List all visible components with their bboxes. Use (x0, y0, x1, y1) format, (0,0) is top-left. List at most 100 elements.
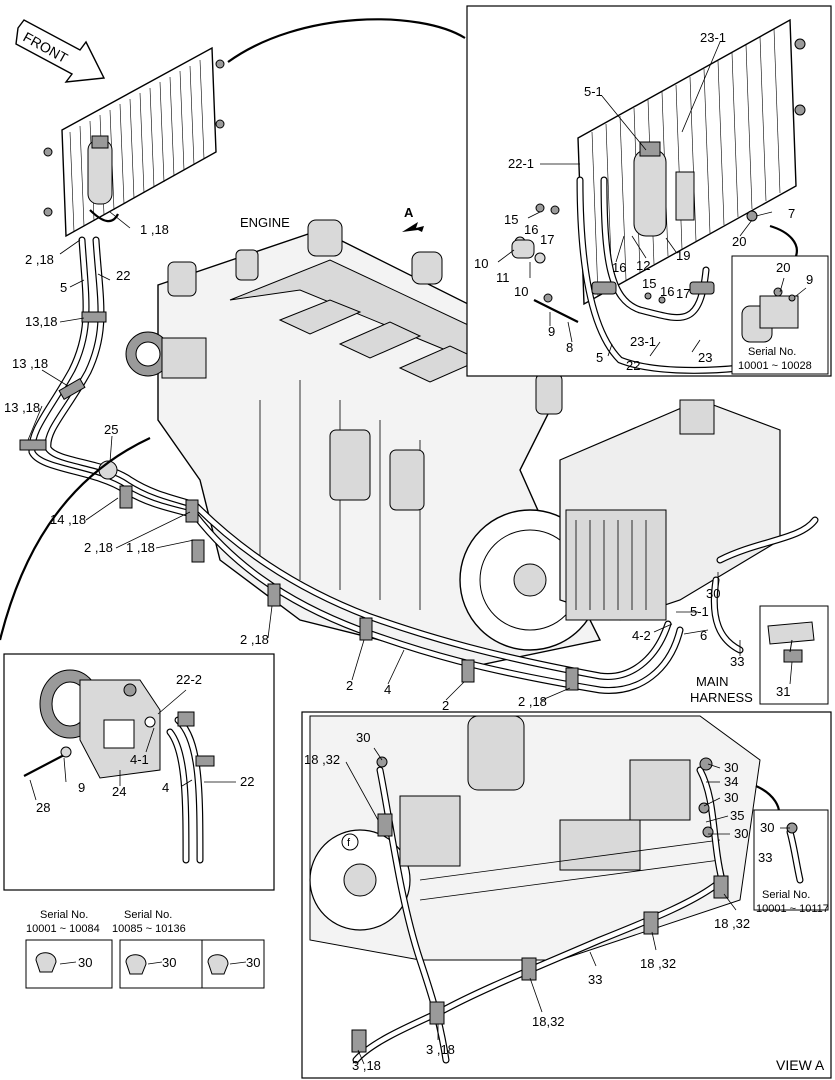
callout-33: 33 (758, 850, 772, 865)
callout-20: 20 (776, 260, 790, 275)
view-a-arrow-label: A (404, 205, 414, 220)
callout-12: 12 (636, 258, 650, 273)
view-a-arrow-icon (402, 222, 424, 232)
callout-30: 30 (246, 955, 260, 970)
receiver-drier (633, 149, 667, 237)
callout-22: 22 (626, 358, 640, 373)
callout-30: 30 (356, 730, 370, 745)
callout-11: 11 (496, 270, 510, 285)
callout-2-18: 2 ,18 (84, 540, 113, 555)
callout-13-18: 13 ,18 (12, 356, 48, 371)
serial-range: 10085 ~ 10136 (112, 923, 186, 935)
callout-2: 2 (346, 678, 353, 693)
callout-30: 30 (724, 790, 738, 805)
front-arrow: FRONT (15, 19, 106, 83)
hose-clamp (81, 311, 107, 323)
callout-18-32: 18,32 (532, 1014, 565, 1029)
callout-16: 16 (660, 284, 674, 299)
callout-24: 24 (112, 784, 126, 799)
callout-22: 22 (116, 268, 130, 283)
view-a-engine (309, 715, 761, 1064)
callout-4: 4 (162, 780, 169, 795)
callout-13-18: 13 ,18 (4, 400, 40, 415)
callout-16: 16 (612, 260, 626, 275)
clamp-type-1-icon (35, 952, 57, 973)
leader-lines (27, 41, 807, 1065)
callout-30: 30 (724, 760, 738, 775)
callout-10: 10 (474, 256, 488, 271)
hose-clamp (19, 439, 47, 451)
callout-14-18: 14 ,18 (50, 512, 86, 527)
callout-4: 4 (384, 682, 391, 697)
callout-30: 30 (760, 820, 774, 835)
callout-f-circle (341, 833, 359, 851)
callout-15: 15 (642, 276, 656, 291)
filter-cap (411, 251, 443, 285)
callout-5-1: 5-1 (584, 84, 603, 99)
callout-18-32: 18 ,32 (640, 956, 676, 971)
callout-22-1: 22-1 (508, 156, 534, 171)
callout-19: 19 (676, 248, 690, 263)
callout-31: 31 (776, 684, 790, 699)
bottom-hose-run (185, 499, 744, 694)
callout-2-18: 2 ,18 (518, 694, 547, 709)
callout-25: 25 (104, 422, 118, 437)
callout-7: 7 (788, 206, 795, 221)
coolant-cap (307, 219, 343, 257)
callout-labels: ENGINE A 1 ,18 2 ,18 5 22 13,18 13 ,18 1… (4, 30, 829, 1073)
callout-13-18: 13,18 (25, 314, 58, 329)
callout-34: 34 (724, 774, 738, 789)
callout-33: 33 (730, 654, 744, 669)
view-a-title: VIEW A (776, 1057, 825, 1073)
callout-30: 30 (78, 955, 92, 970)
serial-label: Serial No. (748, 346, 796, 358)
hose-clamp (119, 485, 133, 509)
callout-2-18: 2 ,18 (240, 632, 269, 647)
callout-17: 17 (676, 286, 690, 301)
detail-condenser (511, 18, 806, 374)
compressor-detail (23, 669, 215, 864)
hose-clamp (58, 377, 86, 401)
callout-33: 33 (588, 972, 602, 987)
serial-range: 10001 ~ 10028 (738, 360, 812, 372)
callout-4-1: 4-1 (130, 752, 149, 767)
inset-drier-top (741, 287, 799, 343)
callout-1-18: 1 ,18 (140, 222, 169, 237)
callout-2-18: 2 ,18 (25, 252, 54, 267)
callout-9: 9 (78, 780, 85, 795)
callout-3-18: 3 ,18 (426, 1042, 455, 1057)
callout-23-1: 23-1 (700, 30, 726, 45)
callout-30: 30 (706, 586, 720, 601)
callout-5: 5 (596, 350, 603, 365)
callout-30: 30 (734, 826, 748, 841)
callout-2: 2 (442, 698, 449, 713)
callout-5: 5 (60, 280, 67, 295)
callout-18-32: 18 ,32 (304, 752, 340, 767)
serial-label: Serial No. (40, 909, 88, 921)
main-harness-label: MAIN (696, 674, 729, 689)
detail-callout-arc (227, 18, 466, 63)
callout-15: 15 (504, 212, 518, 227)
serial-label: Serial No. (762, 889, 810, 901)
serial-label: Serial No. (124, 909, 172, 921)
callout-10: 10 (514, 284, 528, 299)
callout-18-32: 18 ,32 (714, 916, 750, 931)
callout-8: 8 (566, 340, 573, 355)
callout-23-1: 23-1 (630, 334, 656, 349)
harness-connector (767, 621, 815, 663)
detail-callout-arc-2 (769, 224, 798, 257)
callout-20: 20 (732, 234, 746, 249)
serial-range: 10001 ~ 10084 (26, 923, 100, 935)
callout-28: 28 (36, 800, 50, 815)
left-callout-arc (0, 437, 151, 641)
main-harness-label: HARNESS (690, 690, 753, 705)
condenser-assembly (43, 46, 225, 238)
left-hose-run (19, 236, 199, 519)
callout-22: 22 (240, 774, 254, 789)
callout-17: 17 (540, 232, 554, 247)
callout-5-1: 5-1 (690, 604, 709, 619)
clamp-type-2-icon (125, 954, 147, 975)
callout-9: 9 (548, 324, 555, 339)
callout-6: 6 (700, 628, 707, 643)
serial-range: 10001 ~ 10117 (756, 903, 829, 915)
